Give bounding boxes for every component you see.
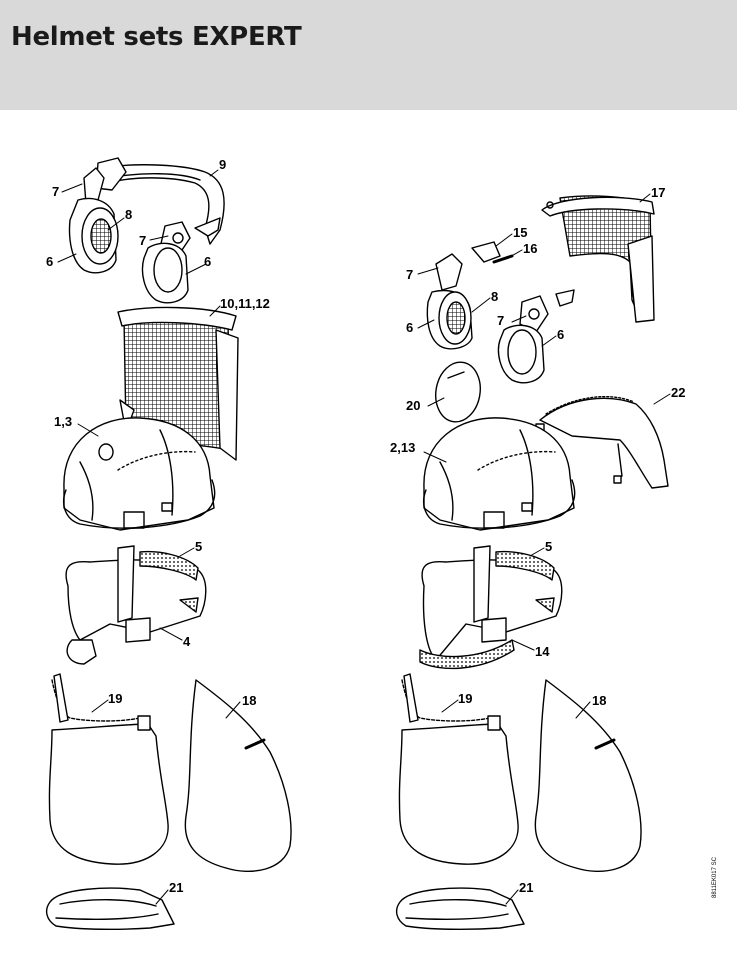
callout-6: 6 (46, 254, 54, 269)
callout-9: 9 (219, 157, 227, 172)
left-helmet (64, 418, 215, 530)
callout-6: 6 (204, 254, 212, 269)
callout-8: 8 (491, 289, 499, 304)
right-neck-protector (399, 674, 518, 864)
callout-15: 15 (513, 225, 528, 240)
left-mesh-visor (118, 307, 238, 460)
callout-7: 7 (497, 313, 505, 328)
callout-7: 7 (139, 233, 147, 248)
callout-14: 14 (535, 644, 550, 659)
right-mesh-visor (542, 196, 654, 322)
leader-lines (58, 170, 670, 904)
callout-18: 18 (592, 693, 607, 708)
callout-5: 5 (195, 539, 203, 554)
left-cover (185, 680, 291, 871)
callout-17: 17 (651, 185, 666, 200)
callout-7: 7 (52, 184, 60, 199)
right-face-shield (536, 397, 668, 488)
callout-21: 21 (519, 880, 534, 895)
callout-4: 4 (183, 634, 191, 649)
right-cover (535, 680, 641, 871)
callout-5: 5 (545, 539, 553, 554)
callout-7: 7 (406, 267, 414, 282)
page-title: Helmet sets EXPERT (11, 22, 302, 52)
right-adapter-clips (472, 242, 512, 262)
drawing-code: 8811EK017 SC (712, 857, 718, 898)
right-sweatband (397, 888, 524, 929)
right-earmuff-assembly (427, 254, 574, 383)
callout-21: 21 (169, 880, 184, 895)
left-neck-protector (49, 674, 168, 864)
right-lens (431, 359, 485, 426)
left-headband (66, 546, 206, 664)
callout-19: 19 (108, 691, 123, 706)
callout-6: 6 (406, 320, 414, 335)
callout-16: 16 (523, 241, 538, 256)
callout-20: 20 (406, 398, 421, 413)
callout-19: 19 (458, 691, 473, 706)
callout-18: 18 (242, 693, 257, 708)
callout-8: 8 (125, 207, 133, 222)
callout-2-13: 2,13 (390, 440, 416, 455)
header-band: Helmet sets EXPERT (0, 0, 737, 110)
left-earmuff-assembly (70, 158, 225, 303)
callout-10-11-12: 10,11,12 (220, 296, 270, 311)
callout-6: 6 (557, 327, 565, 342)
callout-22: 22 (671, 385, 686, 400)
left-sweatband (47, 888, 174, 929)
right-headband (420, 546, 562, 668)
right-helmet (424, 418, 575, 530)
callout-1-3: 1,3 (54, 414, 73, 429)
